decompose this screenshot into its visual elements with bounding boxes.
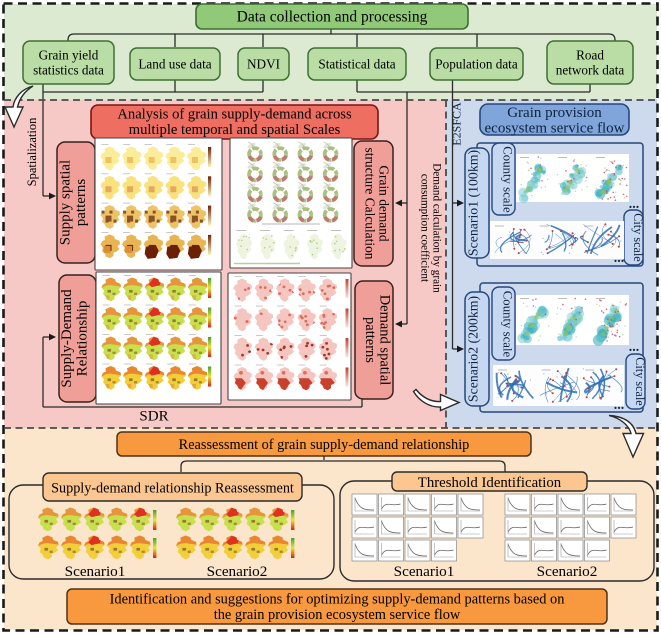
svg-text:Scenario2: Scenario2 bbox=[207, 563, 268, 580]
svg-text:Data collection and processing: Data collection and processing bbox=[237, 9, 428, 26]
svg-text:patterns: patterns bbox=[73, 179, 89, 227]
svg-text:statistics data: statistics data bbox=[33, 63, 104, 78]
svg-text:Reassessment of grain supply-d: Reassessment of grain supply-demand rela… bbox=[179, 437, 470, 453]
svg-text:Spatialization: Spatialization bbox=[25, 117, 39, 186]
svg-text:Supply-Demand: Supply-Demand bbox=[59, 289, 75, 388]
svg-text:Demand spatial: Demand spatial bbox=[377, 295, 393, 386]
svg-text:Relationship: Relationship bbox=[74, 301, 90, 377]
svg-text:patterns: patterns bbox=[362, 317, 378, 363]
svg-text:Population data: Population data bbox=[435, 57, 518, 72]
svg-text:Statistical data: Statistical data bbox=[318, 57, 395, 72]
svg-text:Threshold Identification: Threshold Identification bbox=[418, 475, 562, 491]
svg-text:Grain provision: Grain provision bbox=[507, 105, 602, 121]
svg-text:Scenario2 (200km): Scenario2 (200km) bbox=[466, 296, 482, 402]
svg-text:Grain yield: Grain yield bbox=[39, 47, 99, 62]
svg-text:...: ... bbox=[614, 251, 625, 266]
svg-text:structure Calculation: structure Calculation bbox=[363, 148, 378, 260]
svg-text:Supply spatial: Supply spatial bbox=[58, 160, 74, 245]
svg-text:Land use data: Land use data bbox=[138, 57, 211, 72]
svg-text:Scenario1: Scenario1 bbox=[394, 563, 455, 580]
svg-text:network data: network data bbox=[556, 63, 625, 78]
svg-text:multiple temporal and spatial: multiple temporal and spatial Scales bbox=[129, 122, 341, 138]
svg-text:Scenario1: Scenario1 bbox=[65, 563, 126, 580]
svg-text:Identification and suggestions: Identification and suggestions for optim… bbox=[110, 592, 565, 608]
svg-text:E2SFCA: E2SFCA bbox=[450, 102, 464, 146]
svg-text:County scale: County scale bbox=[501, 291, 515, 358]
svg-text:Scenario1 (100km): Scenario1 (100km) bbox=[466, 150, 482, 256]
svg-text:Grain demand: Grain demand bbox=[377, 165, 392, 242]
svg-text:...: ... bbox=[629, 340, 640, 355]
svg-text:the grain provision ecosystem: the grain provision ecosystem service fl… bbox=[214, 607, 461, 623]
svg-text:Road: Road bbox=[576, 47, 604, 62]
svg-text:SDR: SDR bbox=[139, 409, 168, 425]
svg-text:County scale: County scale bbox=[501, 146, 515, 213]
svg-text:ecosystem service flow: ecosystem service flow bbox=[485, 121, 625, 137]
svg-text:City scale: City scale bbox=[633, 357, 647, 405]
svg-text:Demand calculation by grain: Demand calculation by grain bbox=[431, 163, 443, 293]
svg-text:...: ... bbox=[629, 197, 640, 212]
svg-text:Analysis of grain supply-deman: Analysis of grain supply-demand across bbox=[117, 107, 352, 123]
svg-text:NDVI: NDVI bbox=[247, 57, 280, 72]
svg-text:consumption coefficient: consumption coefficient bbox=[419, 174, 431, 283]
svg-text:City scale: City scale bbox=[631, 213, 645, 261]
svg-text:...: ... bbox=[614, 398, 625, 413]
svg-text:Scenario2: Scenario2 bbox=[537, 563, 598, 580]
svg-text:Supply-demand relationship Rea: Supply-demand relationship Reassessment bbox=[51, 481, 294, 497]
